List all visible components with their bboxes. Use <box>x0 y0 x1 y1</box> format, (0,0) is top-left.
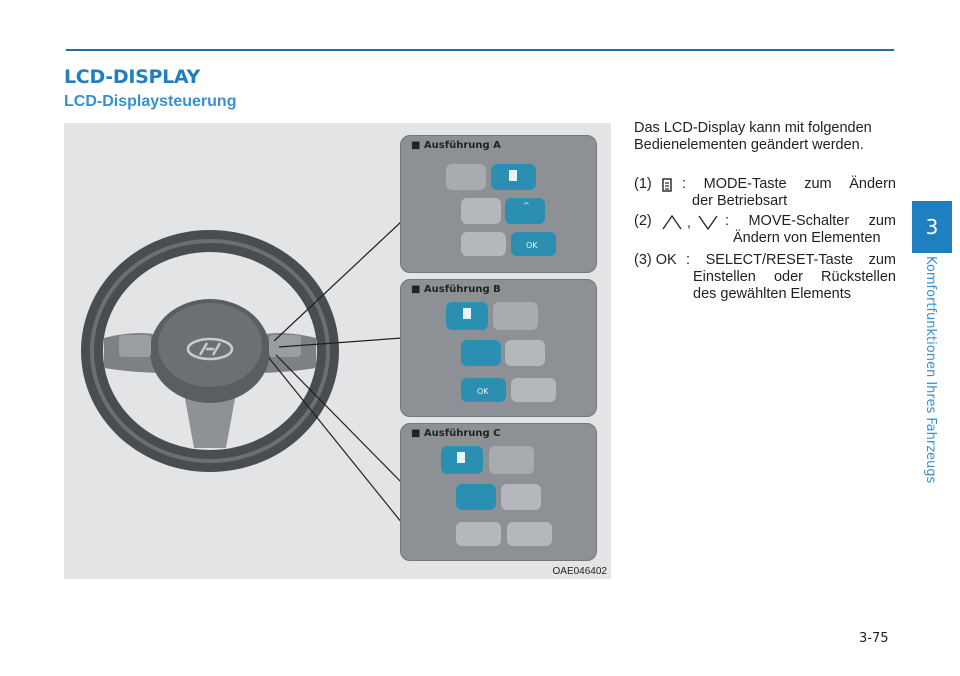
panel-a-move-switch <box>505 198 545 224</box>
left-switch-cluster <box>119 335 151 357</box>
panel-b-ok-label: OK <box>477 387 489 396</box>
subtitle: LCD-Displaysteuerung <box>64 93 237 110</box>
chapter-title: Komfortfunktionen Ihres Fahrzeugs <box>923 256 938 484</box>
top-rule <box>66 49 894 51</box>
page-number: 3-75 <box>859 631 889 646</box>
panel-c-buttons <box>441 446 552 546</box>
chevron-down-icon <box>698 215 718 231</box>
wheel-rim-highlight <box>90 239 330 463</box>
list-item-ok: (3) OK : SELECT/RESET-Taste zum Einstell… <box>634 252 896 304</box>
chevron-up-icon <box>662 214 682 230</box>
pointer-line-b <box>278 337 403 348</box>
panel-a-buttons: ^ OK <box>446 164 556 256</box>
up-down-chevron-icons: , <box>662 214 718 231</box>
item-3-line3: des gewählten Elements <box>693 286 851 302</box>
airbag-cover <box>158 303 262 387</box>
panel-c-button-bottom-right <box>507 522 552 546</box>
panel-ausfuehrung-b: OK ■ Ausführung B <box>400 279 597 417</box>
item-3-line2: Einstellen oder Rückstellen <box>693 269 896 285</box>
panel-c-label: ■ Ausführung C <box>411 428 501 439</box>
panel-b-mode-icon <box>463 308 471 319</box>
bottom-spoke <box>184 393 236 448</box>
panel-a-scroll-left <box>461 198 501 224</box>
panel-b-button-right <box>493 302 538 330</box>
panel-c-button-bottom-left <box>456 522 501 546</box>
panel-a-button-left <box>446 164 486 190</box>
steering-wheel-figure: ^ OK ■ Ausführung A OK ■ Ausführung B <box>64 123 611 579</box>
item-3-number: (3) OK <box>634 252 677 268</box>
panel-b-move-switch <box>461 340 501 366</box>
panel-a-label: ■ Ausführung A <box>411 140 501 151</box>
panel-b-label: ■ Ausführung B <box>411 284 501 295</box>
panel-ausfuehrung-c: ■ Ausführung C <box>400 423 597 561</box>
figure-code: OAE046402 <box>552 566 608 577</box>
description-column: Das LCD-Display kann mit folgenden Bedie… <box>634 120 896 302</box>
panel-ausfuehrung-a: ^ OK ■ Ausführung A <box>400 135 597 273</box>
panel-b-scroll-right <box>505 340 545 366</box>
panel-a-ok-button <box>511 232 556 256</box>
panel-a-mode-icon <box>509 170 517 181</box>
panel-a-ok-label: OK <box>526 241 538 250</box>
panel-b-buttons: OK <box>446 302 556 402</box>
item-1-line2: der Betriebsart <box>692 193 788 209</box>
pointer-line-c2 <box>268 357 403 524</box>
pointer-line-c <box>275 354 403 484</box>
section-title: LCD-DISPLAY <box>64 66 200 88</box>
panel-b-button-bottom-right <box>511 378 556 402</box>
panel-a-button-bottom-left <box>461 232 506 256</box>
pointer-line-a <box>273 220 403 342</box>
item-1-description: : MODE-Taste zum Ändern der Betriebsart <box>682 176 896 210</box>
item-2-line1: : MOVE-Schalter zum <box>725 213 896 229</box>
item-3-description: : SELECT/RESET-Taste zum Einstellen oder… <box>686 252 896 303</box>
chapter-tab: 3 <box>912 201 952 253</box>
panel-c-mode-icon <box>457 452 465 463</box>
intro-text: Das LCD-Display kann mit folgenden Bedie… <box>634 120 872 153</box>
mode-icon <box>662 178 672 192</box>
panel-c-move-switch <box>456 484 496 510</box>
panel-b-ok-button <box>461 378 506 402</box>
chevron-separator: , <box>687 214 691 230</box>
item-2-description: : MOVE-Schalter zum Ändern von Elementen <box>725 213 896 247</box>
panel-c-scroll-right <box>501 484 541 510</box>
steering-wheel-illustration <box>81 220 403 524</box>
item-1-number: (1) <box>634 176 652 192</box>
item-3-line1: : SELECT/RESET-Taste zum <box>686 252 896 268</box>
brand-logo-h <box>198 342 222 356</box>
item-2-line2: Ändern von Elementen <box>733 230 881 246</box>
item-2-number: (2) <box>634 213 652 229</box>
panel-c-button-right <box>489 446 534 474</box>
list-item-move: (2) , : MOVE-Schalter zum Ändern von Ele… <box>634 213 896 247</box>
item-1-line1: : MODE-Taste zum Ändern <box>682 176 896 192</box>
brand-logo <box>186 337 234 361</box>
list-item-mode: (1) : MODE-Taste zum Ändern der Betriebs… <box>634 176 896 210</box>
chapter-title-vertical: Komfortfunktionen Ihres Fahrzeugs <box>922 256 942 496</box>
panel-a-up-icon: ^ <box>523 201 530 210</box>
